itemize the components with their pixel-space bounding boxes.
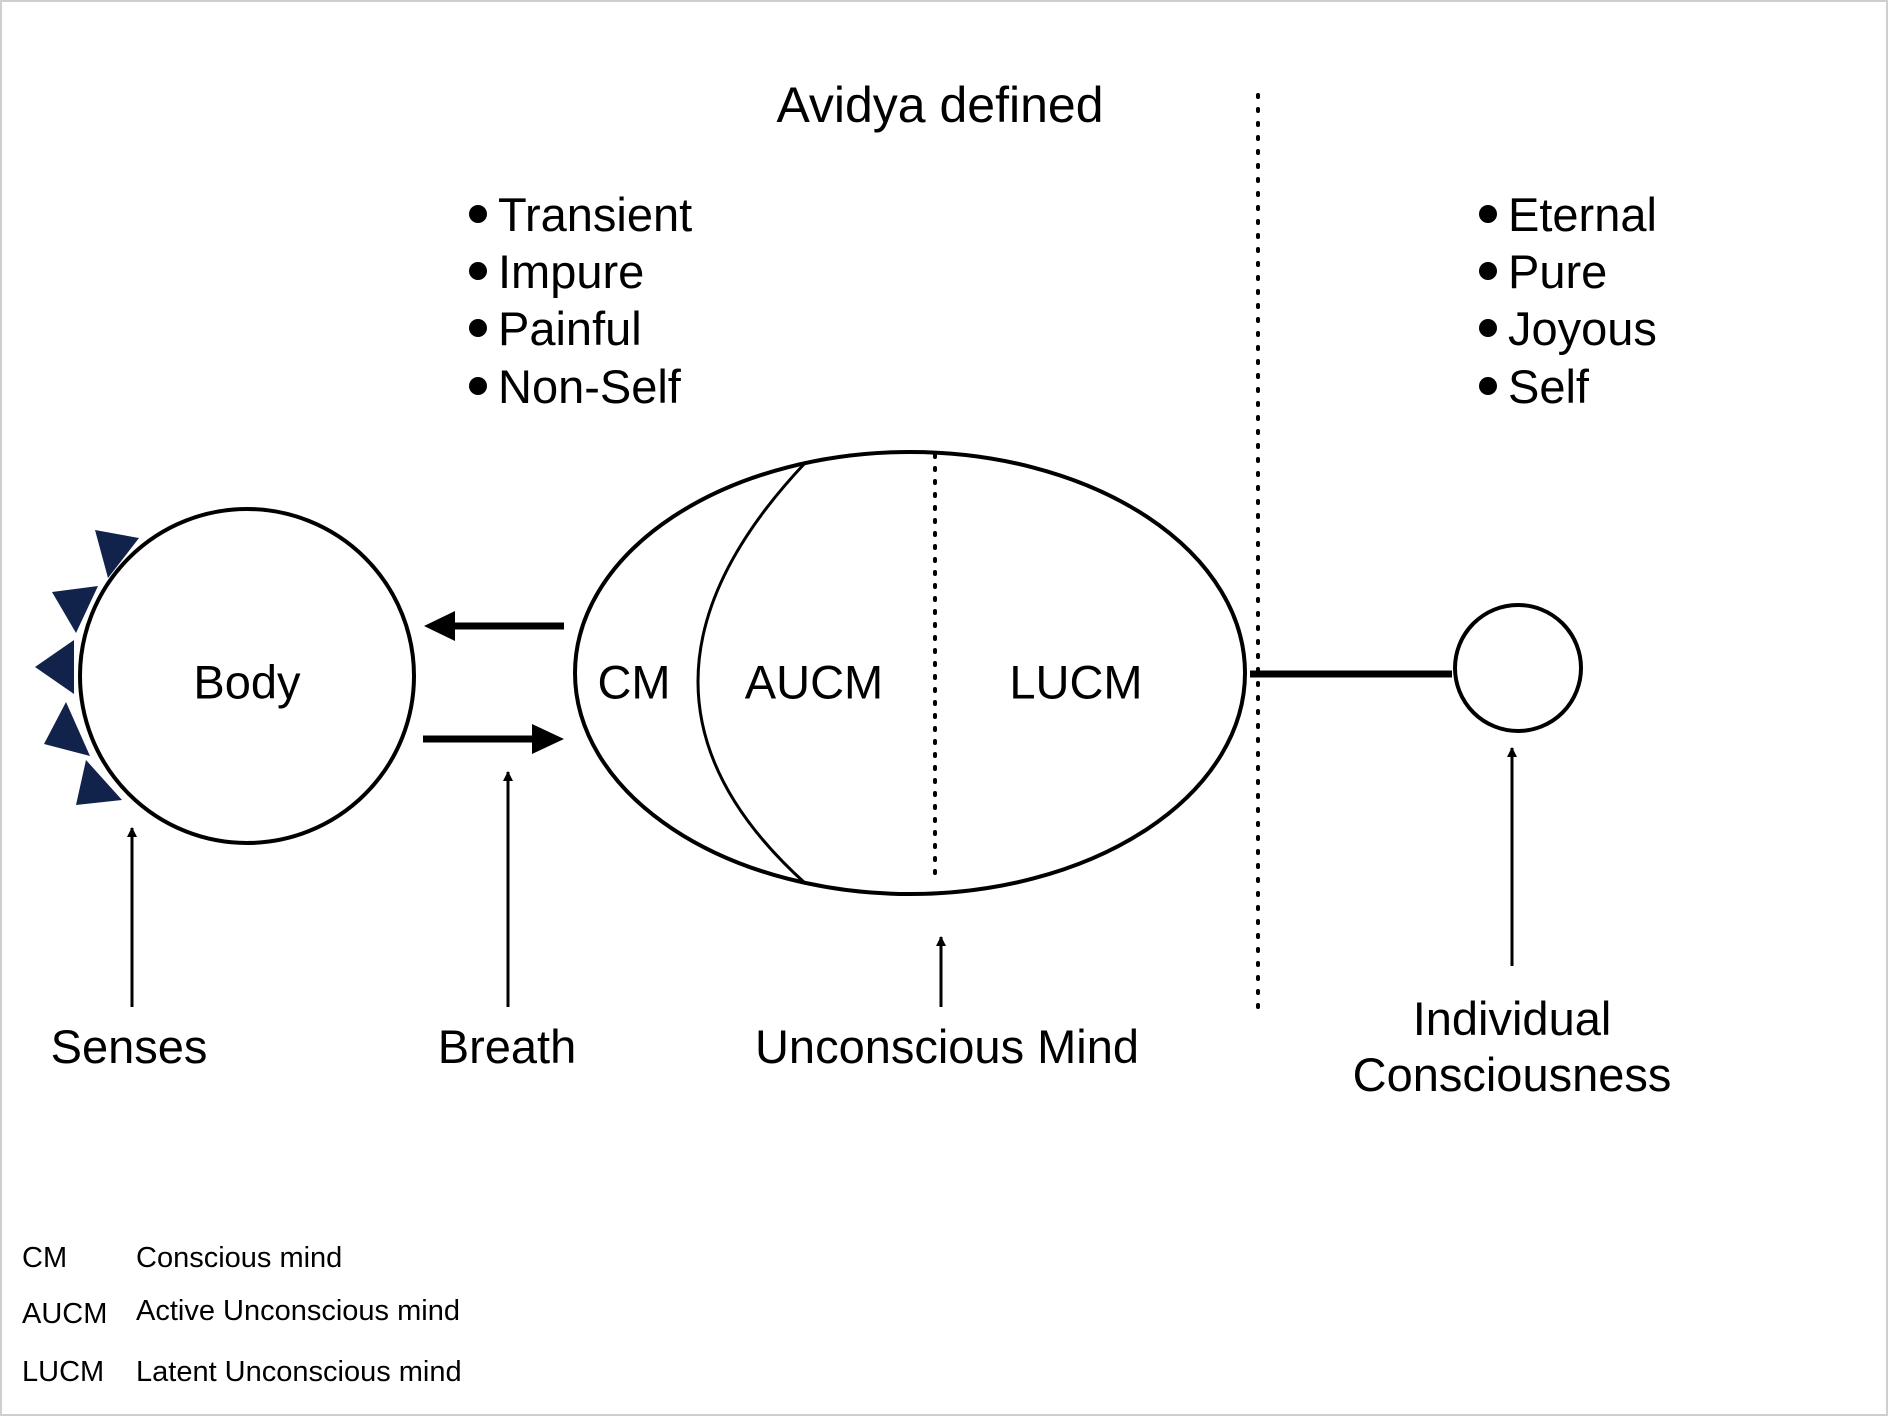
left-quality-item: Painful <box>498 302 642 355</box>
sense-triangle <box>44 702 90 756</box>
legend-abbr: LUCM <box>22 1356 104 1388</box>
bullet-icon <box>469 377 487 395</box>
cm-aucm-boundary-curve <box>696 460 808 886</box>
sense-triangle <box>35 640 74 694</box>
legend-meaning: Conscious mind <box>136 1242 342 1274</box>
left-quality-item: Transient <box>498 188 692 241</box>
body-label: Body <box>193 655 301 708</box>
arrow-to-mind-head <box>532 724 564 754</box>
cm-label: CM <box>597 655 670 708</box>
right-quality-item: Pure <box>1508 245 1607 298</box>
bullet-icon <box>1479 262 1497 280</box>
legend-meaning: Active Unconscious mind <box>136 1295 460 1327</box>
aucm-label: AUCM <box>745 655 883 708</box>
individual-consciousness-caption-line2: Consciousness <box>1353 1048 1672 1101</box>
bullet-icon <box>1479 319 1497 337</box>
legend-abbr: CM <box>22 1242 67 1274</box>
left-quality-item: Non-Self <box>498 360 682 413</box>
body-circle <box>78 507 416 845</box>
bullet-icon <box>1479 205 1497 223</box>
legend-meaning: Latent Unconscious mind <box>136 1356 462 1388</box>
senses-caption: Senses <box>51 1020 208 1073</box>
sense-triangle <box>76 760 122 805</box>
arrow-to-body-head <box>424 611 455 641</box>
individual-consciousness-circle <box>1453 603 1583 733</box>
sense-triangle <box>52 586 98 633</box>
right-quality-item: Eternal <box>1508 188 1657 241</box>
bullet-icon <box>469 205 487 223</box>
right-quality-item: Self <box>1508 360 1590 413</box>
left-quality-item: Impure <box>498 245 644 298</box>
bullet-icon <box>469 319 487 337</box>
mind-ellipse <box>573 450 1247 896</box>
diagram-title: Avidya defined <box>776 77 1103 133</box>
lucm-label: LUCM <box>1009 655 1142 708</box>
sense-marks <box>35 530 139 805</box>
sense-triangle <box>95 530 139 578</box>
legend: CM Conscious mind AUCM Active Unconsciou… <box>22 1242 462 1388</box>
breath-caption: Breath <box>438 1020 576 1073</box>
individual-consciousness-caption-line1: Individual <box>1413 992 1612 1045</box>
bullet-icon <box>1479 377 1497 395</box>
unconscious-mind-caption: Unconscious Mind <box>755 1020 1139 1073</box>
bullet-icon <box>469 262 487 280</box>
right-qualities-list: Eternal Pure Joyous Self <box>1479 188 1657 413</box>
left-qualities-list: Transient Impure Painful Non-Self <box>469 188 692 413</box>
legend-abbr: AUCM <box>22 1298 107 1330</box>
right-quality-item: Joyous <box>1508 302 1657 355</box>
